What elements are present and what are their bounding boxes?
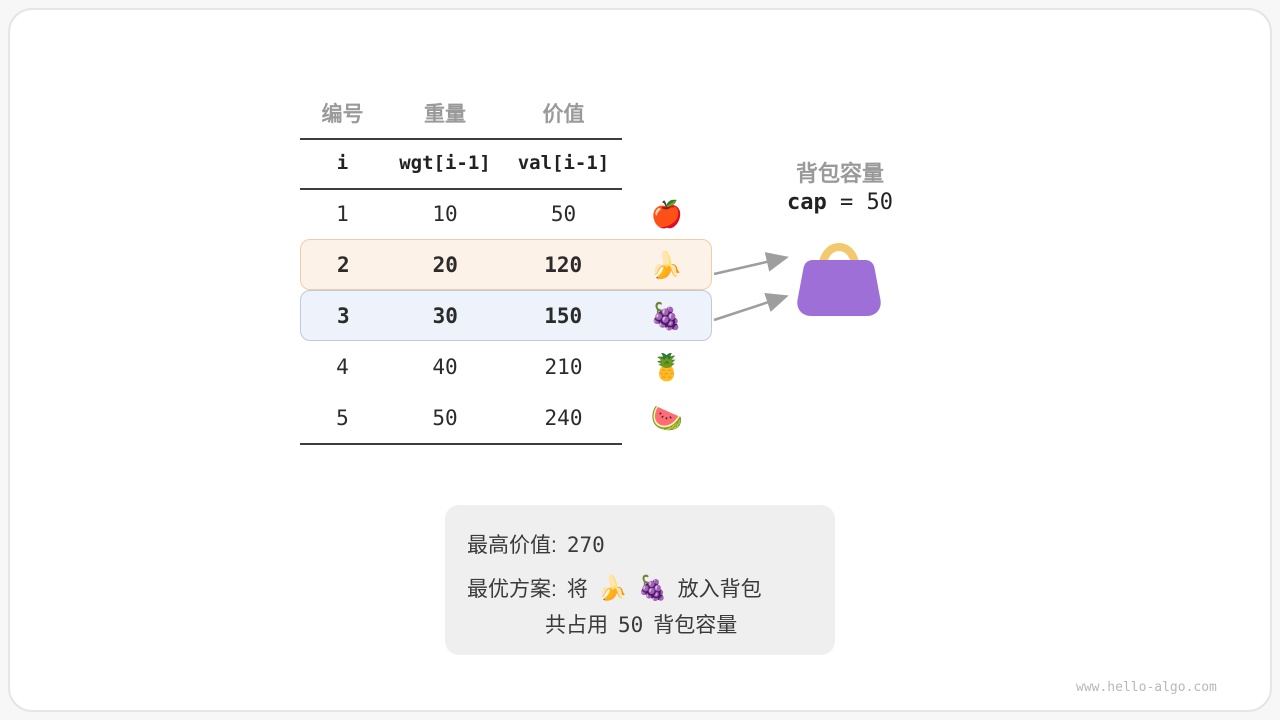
col-header-weight: 重量 <box>424 103 466 126</box>
watermelon-icon: 🍉 <box>650 402 684 433</box>
row-weight: 30 <box>432 303 458 328</box>
cap-code: cap <box>787 190 827 215</box>
usage-post: 背包容量 <box>653 614 738 637</box>
col-header-id: 编号 <box>321 103 364 126</box>
col-header-value: 价值 <box>542 103 585 126</box>
row-weight: 40 <box>432 354 458 379</box>
items-table: 编号 重量 价值 i wgt[i-1] val[i-1] 1 10 50 🍎 2… <box>300 88 712 445</box>
row-id: 5 <box>336 405 349 430</box>
table-subheader-row: i wgt[i-1] val[i-1] <box>300 138 712 188</box>
site-watermark: www.hello-algo.com <box>1076 680 1217 695</box>
usage-line: 共占用 50 背包容量 <box>545 609 737 639</box>
row-value: 240 <box>544 405 583 430</box>
best-plan-line: 最优方案: 将 🍌 🍇 放入背包 <box>467 573 762 603</box>
row-value: 150 <box>544 303 583 328</box>
row-value: 50 <box>550 201 577 226</box>
table-row-4: 4 40 210 🍍 <box>300 341 712 392</box>
arrows-to-bag <box>713 252 789 322</box>
pineapple-icon: 🍍 <box>650 351 684 382</box>
arrow-banana-to-bag <box>713 252 789 276</box>
table-row-1: 1 10 50 🍎 <box>300 188 712 239</box>
banana-icon: 🍌 <box>650 249 683 280</box>
row-weight: 50 <box>432 405 458 430</box>
result-box: 最高价值: 270 最优方案: 将 🍌 🍇 放入背包 共占用 50 背包容量 <box>445 505 835 655</box>
subheader-val: val[i-1] <box>517 152 610 174</box>
table-header-row: 编号 重量 价值 <box>300 88 712 138</box>
row-weight: 20 <box>432 252 458 277</box>
row-value: 120 <box>544 252 583 277</box>
table-row-2-highlighted: 2 20 120 🍌 <box>300 239 712 290</box>
row-value: 210 <box>544 354 583 379</box>
usage-pre: 共占用 <box>545 614 608 637</box>
max-value-line: 最高价值: 270 <box>467 529 605 559</box>
banana-icon: 🍌 <box>597 575 628 602</box>
row-id: 3 <box>336 303 350 328</box>
grapes-icon: 🍇 <box>650 300 683 331</box>
table-rule-middle <box>300 188 622 190</box>
arrow-grapes-to-bag <box>713 292 789 322</box>
plan-pre: 将 <box>566 578 588 601</box>
subheader-i: i <box>336 152 349 174</box>
subheader-wgt: wgt[i-1] <box>399 152 491 174</box>
handbag-icon <box>797 243 881 316</box>
row-id: 1 <box>336 201 349 226</box>
capacity-expression: cap = 50 <box>760 190 920 215</box>
plan-post: 放入背包 <box>677 578 762 601</box>
grapes-icon: 🍇 <box>637 575 668 602</box>
table-row-5: 5 50 240 🍉 <box>300 392 712 443</box>
table-row-3-highlighted: 3 30 150 🍇 <box>300 290 712 341</box>
max-value: 270 <box>566 533 605 557</box>
equals-sign: = <box>840 190 854 215</box>
row-weight: 10 <box>432 201 458 226</box>
capacity-value: 50 <box>866 190 894 215</box>
row-id: 4 <box>336 354 349 379</box>
table-rule-top <box>300 138 622 140</box>
knapsack-capacity-title: 背包容量 <box>795 161 884 186</box>
row-id: 2 <box>336 252 350 277</box>
max-value-label: 最高价值: <box>467 534 557 557</box>
usage-value: 50 <box>618 613 644 637</box>
apple-icon: 🍎 <box>650 198 684 229</box>
table-rule-bottom <box>300 443 622 445</box>
plan-label: 最优方案: <box>467 578 557 601</box>
